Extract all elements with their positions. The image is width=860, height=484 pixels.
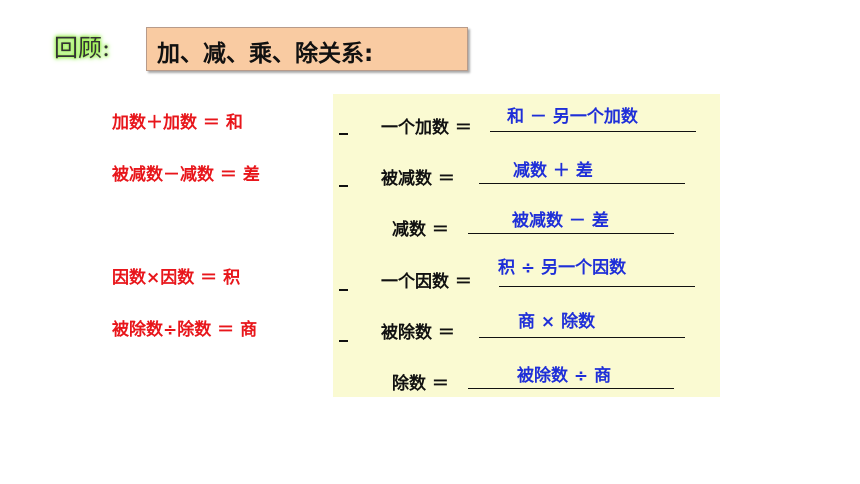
row-label-factor: 一个因数 ＝	[381, 272, 472, 292]
row-label-divisor: 除数 ＝	[392, 374, 449, 394]
answer-minuend: 减数 ＋ 差	[513, 161, 593, 181]
answer-blank	[499, 286, 695, 287]
formula-subtraction: 被减数－减数 ＝ 差	[112, 165, 260, 185]
answer-blank	[479, 337, 685, 338]
review-label: 回顾:	[54, 34, 111, 62]
title-box: 加、减、乘、除关系:	[146, 27, 468, 71]
answer-subtrahend: 被减数 － 差	[512, 211, 609, 231]
answer-blank	[468, 388, 674, 389]
answer-dividend: 商 × 除数	[518, 312, 596, 332]
row-label-dividend: 被除数 ＝	[381, 323, 455, 343]
answer-factor: 积 ÷ 另一个因数	[498, 258, 627, 278]
row-label-minuend: 被减数 ＝	[381, 169, 455, 189]
dash-marker	[339, 133, 348, 135]
row-label-addend: 一个加数 ＝	[381, 118, 472, 138]
answer-blank	[490, 131, 696, 132]
dash-marker	[339, 185, 348, 187]
relations-panel	[333, 94, 720, 397]
formula-multiplication: 因数×因数 ＝ 积	[112, 268, 241, 288]
formula-division: 被除数÷除数 ＝ 商	[112, 320, 258, 340]
answer-addend: 和 － 另一个加数	[507, 107, 638, 127]
formula-addition: 加数＋加数 ＝ 和	[112, 113, 243, 133]
answer-blank	[468, 233, 674, 234]
page-title: 加、减、乘、除关系:	[157, 41, 374, 67]
dash-marker	[339, 340, 348, 342]
answer-divisor: 被除数 ÷ 商	[517, 366, 612, 386]
row-label-subtrahend: 减数 ＝	[392, 220, 449, 240]
dash-marker	[339, 289, 348, 291]
answer-blank	[479, 183, 685, 184]
